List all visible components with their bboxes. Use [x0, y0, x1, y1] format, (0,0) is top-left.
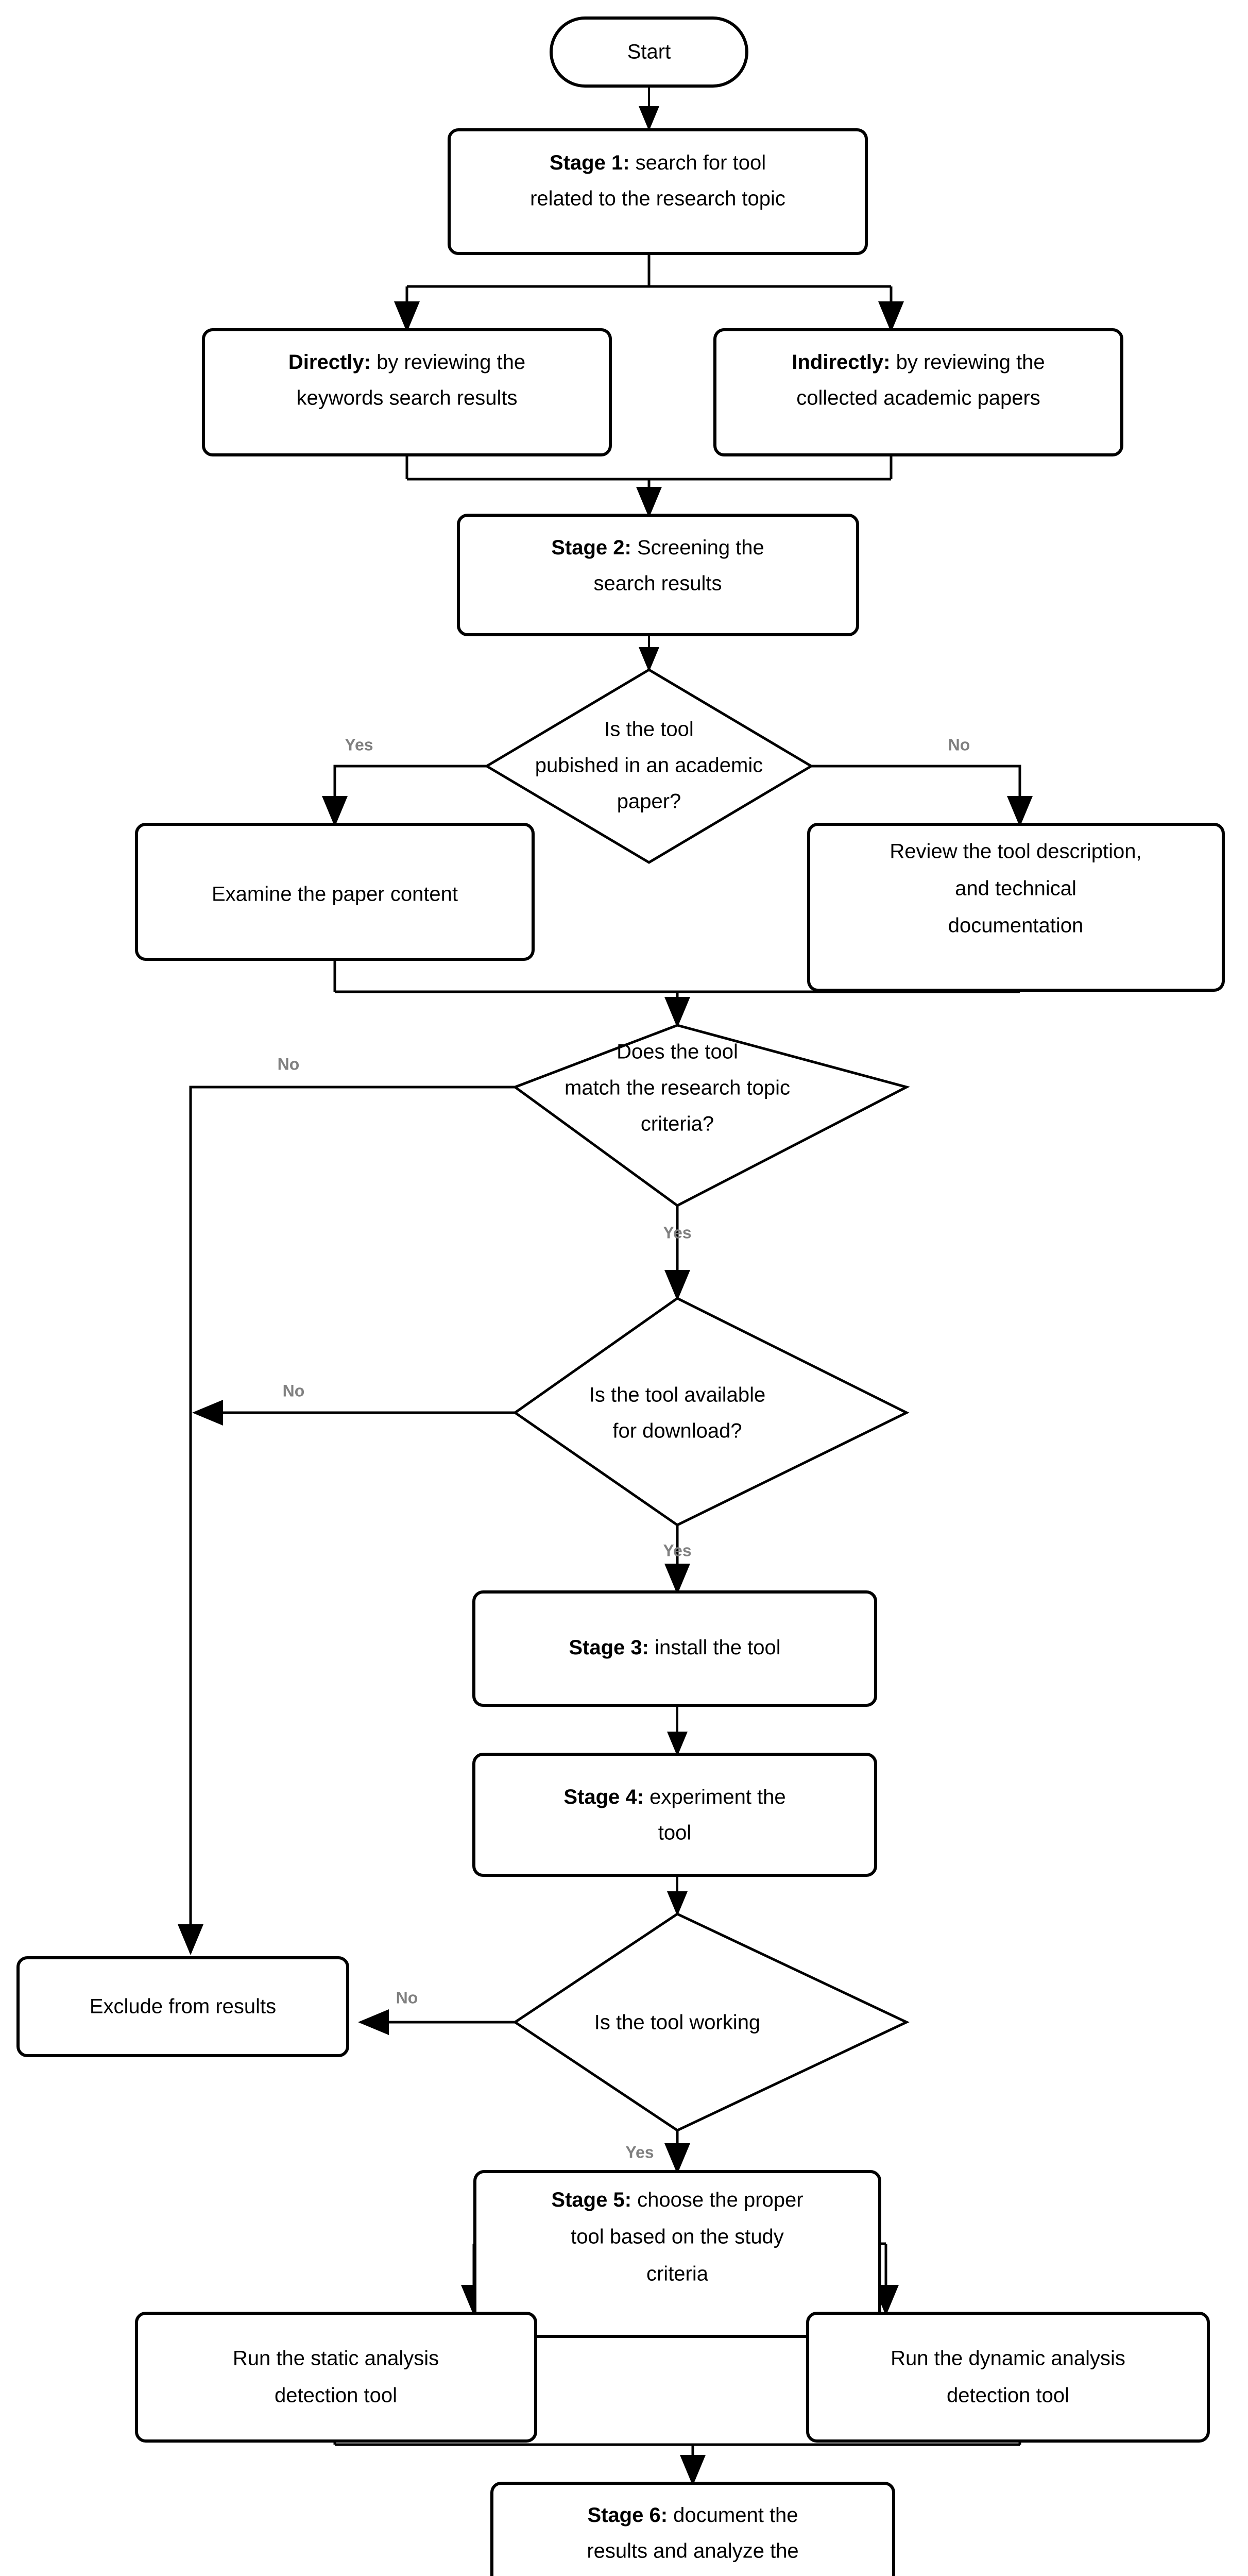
node-examine-paper[interactable]: Examine the paper content [135, 823, 535, 961]
node-stage2-rest: Screening the [631, 536, 764, 559]
edge-published-yes [322, 765, 487, 827]
svg-text:Directly: by reviewing the: Directly: by reviewing the [288, 351, 525, 374]
node-stage5-line3: criteria [646, 2263, 709, 2285]
edge-label-published-yes: Yes [345, 735, 373, 754]
edge-label-match-yes: Yes [663, 1223, 691, 1242]
edge-label-working-yes: Yes [625, 2143, 654, 2161]
node-indirectly-rest: by reviewing the [891, 351, 1045, 374]
node-directly-bold: Directly: [288, 351, 371, 374]
node-exclude-line1: Exclude from results [90, 1995, 276, 2018]
edge-label-published-no: No [948, 735, 970, 754]
node-start-label: Start [627, 41, 671, 63]
node-decision-match-line3: criteria? [641, 1113, 714, 1136]
node-stage5-line2: tool based on the study [571, 2226, 784, 2248]
node-stage4-rest: experiment the [644, 1786, 786, 1808]
node-stage1-bold: Stage 1: [550, 151, 630, 174]
edge-label-layer: Yes No No Yes No Yes No Yes [278, 735, 970, 2161]
node-decision-published-line2: pubished in an academic [535, 754, 763, 777]
node-stage4[interactable]: Stage 4: experiment the tool [472, 1753, 877, 1877]
node-indirectly-line2: collected academic papers [796, 387, 1040, 410]
node-decision-working-line1: Is the tool working [594, 2011, 760, 2034]
node-static-tool-line2: detection tool [275, 2384, 397, 2407]
node-dynamic-tool[interactable]: Run the dynamic analysis detection tool [806, 2312, 1210, 2443]
node-decision-download-line2: for download? [612, 1420, 742, 1443]
node-dynamic-tool-line1: Run the dynamic analysis [891, 2347, 1125, 2370]
node-stage3-rest: install the tool [649, 1636, 781, 1659]
node-review-docs-line1: Review the tool description, [890, 840, 1141, 863]
svg-text:Stage 5: choose the proper: Stage 5: choose the proper [551, 2189, 803, 2211]
svg-text:Stage 4: experiment the: Stage 4: experiment the [563, 1786, 785, 1808]
node-review-docs-line2: and technical [955, 877, 1076, 900]
edge-published-no [811, 765, 1033, 827]
node-decision-published-line3: paper? [617, 790, 681, 813]
node-decision-download-line1: Is the tool available [589, 1384, 765, 1406]
node-directly-rest: by reviewing the [371, 351, 525, 374]
node-stage5-bold: Stage 5: [551, 2189, 631, 2211]
node-stage3[interactable]: Stage 3: install the tool [472, 1590, 877, 1707]
node-static-tool-line1: Run the static analysis [233, 2347, 439, 2370]
node-stage6-bold: Stage 6: [587, 2504, 668, 2527]
node-start[interactable]: Start [550, 16, 748, 88]
node-decision-working[interactable]: Is the tool working [512, 1912, 910, 2132]
node-stage2-bold: Stage 2: [551, 536, 631, 559]
node-stage3-bold: Stage 3: [569, 1636, 649, 1659]
edge-label-working-no: No [396, 1988, 418, 2007]
node-stage1-rest: search for tool [630, 151, 766, 174]
node-stage6[interactable]: Stage 6: document the results and analyz… [490, 2482, 895, 2576]
node-examine-paper-line1: Examine the paper content [212, 883, 458, 906]
node-decision-download[interactable]: Is the tool available for download? [512, 1297, 910, 1527]
node-decision-match[interactable]: Does the tool match the research topic c… [512, 1024, 910, 1207]
node-stage2-line2: search results [594, 572, 722, 595]
node-decision-published[interactable]: Is the tool pubished in an academic pape… [484, 668, 814, 864]
node-static-tool[interactable]: Run the static analysis detection tool [135, 2312, 537, 2443]
node-directly-line2: keywords search results [296, 387, 517, 410]
node-stage1[interactable]: Stage 1: search for tool related to the … [448, 128, 868, 255]
node-indirectly-bold: Indirectly: [792, 351, 890, 374]
node-decision-published-line1: Is the tool [604, 718, 693, 741]
edge-label-download-yes: Yes [663, 1541, 691, 1560]
node-stage4-bold: Stage 4: [563, 1786, 644, 1808]
node-stage4-line2: tool [658, 1822, 692, 1844]
edge-label-match-no: No [278, 1055, 300, 1073]
node-stage6-rest: document the [668, 2504, 798, 2527]
node-stage5-rest: choose the proper [631, 2189, 803, 2211]
node-review-docs[interactable]: Review the tool description, and technic… [807, 823, 1225, 992]
svg-text:Indirectly: by reviewing the: Indirectly: by reviewing the [792, 351, 1045, 374]
svg-text:Stage 1: search for tool: Stage 1: search for tool [550, 151, 766, 174]
edge-label-download-no: No [283, 1381, 305, 1400]
node-dynamic-tool-line2: detection tool [947, 2384, 1069, 2407]
node-layer: Start Stage 1: search for tool related t… [16, 16, 1225, 2576]
node-directly[interactable]: Directly: by reviewing the keywords sear… [202, 328, 612, 456]
svg-text:Stage 2: Screening the: Stage 2: Screening the [551, 536, 764, 559]
node-decision-match-line2: match the research topic [565, 1077, 790, 1099]
node-stage5[interactable]: Stage 5: choose the proper tool based on… [473, 2170, 881, 2338]
node-stage1-line2: related to the research topic [530, 188, 785, 210]
edge-match-no-to-exclude [178, 1086, 515, 1955]
node-indirectly[interactable]: Indirectly: by reviewing the collected a… [713, 328, 1123, 456]
node-exclude[interactable]: Exclude from results [16, 1956, 349, 2057]
node-review-docs-line3: documentation [948, 914, 1083, 937]
node-decision-match-line1: Does the tool [617, 1041, 738, 1063]
svg-text:Stage 6: document the: Stage 6: document the [587, 2504, 798, 2527]
node-stage6-line2: results and analyze the [587, 2540, 798, 2563]
svg-text:Stage 3: install the tool: Stage 3: install the tool [569, 1636, 780, 1659]
node-stage2[interactable]: Stage 2: Screening the search results [457, 514, 859, 636]
